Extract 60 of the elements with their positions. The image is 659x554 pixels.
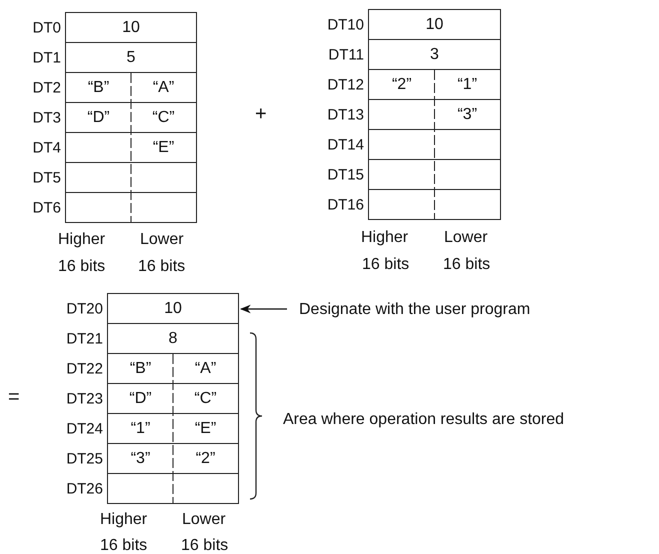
register-name: DT2 xyxy=(32,80,61,95)
column-label: Higher xyxy=(361,229,408,247)
cell-value: 10 xyxy=(122,20,140,36)
register-name: DT21 xyxy=(66,331,103,346)
register-name: DT24 xyxy=(66,421,103,436)
register-name: DT10 xyxy=(327,17,364,32)
cell-value: 8 xyxy=(168,330,178,346)
register-name: DT25 xyxy=(66,451,103,466)
register-name: DT16 xyxy=(327,197,364,212)
column-label: 16 bits xyxy=(58,258,106,276)
cell-value: “1” xyxy=(457,76,478,92)
cell-value: “D” xyxy=(129,390,152,406)
operator-sign: = xyxy=(8,386,20,408)
operator-sign: + xyxy=(255,103,267,125)
cell-value: “E” xyxy=(152,140,174,156)
register-name: DT20 xyxy=(66,301,103,316)
register-name: DT11 xyxy=(328,47,364,62)
register-name: DT22 xyxy=(66,361,103,376)
register-name: DT26 xyxy=(66,481,103,496)
register-name: DT12 xyxy=(327,77,364,92)
column-label: 16 bits xyxy=(100,537,148,554)
register-name: DT23 xyxy=(66,391,103,406)
column-label: 16 bits xyxy=(443,256,490,274)
column-label: 16 bits xyxy=(362,256,410,274)
cell-value: “A” xyxy=(152,80,174,96)
register-name: DT6 xyxy=(32,200,61,215)
column-label: Lower xyxy=(182,511,226,529)
cell-value: “3” xyxy=(130,450,150,466)
cell-value: “2” xyxy=(392,76,412,92)
cell-value: 10 xyxy=(426,16,444,32)
cell-value: “1” xyxy=(130,420,150,436)
cell-value: 10 xyxy=(164,300,182,316)
column-label: 16 bits xyxy=(138,258,186,276)
column-label: Higher xyxy=(100,511,148,529)
register-name: DT15 xyxy=(327,167,364,182)
register-name: DT1 xyxy=(32,50,61,65)
arrow xyxy=(240,304,287,314)
column-label: Higher xyxy=(58,231,106,249)
register-name: DT14 xyxy=(327,137,364,152)
cell-value: “B” xyxy=(130,360,152,376)
cell-value: “B” xyxy=(88,80,110,96)
cell-value: “A” xyxy=(194,360,216,376)
cell-value: “E” xyxy=(194,420,216,436)
column-label: Lower xyxy=(444,229,488,247)
column-label: 16 bits xyxy=(181,537,228,554)
cell-value: 3 xyxy=(430,46,439,62)
register-name: DT4 xyxy=(32,140,61,155)
annotation-text: Area where operation results are stored xyxy=(283,411,564,429)
cell-value: “D” xyxy=(87,110,110,126)
register-name: DT5 xyxy=(32,170,61,185)
register-name: DT0 xyxy=(32,20,61,35)
cell-value: 5 xyxy=(126,50,136,66)
register-name: DT3 xyxy=(32,110,61,125)
cell-value: “C” xyxy=(194,390,217,406)
annotation-text: Designate with the user program xyxy=(287,301,530,319)
cell-value: “3” xyxy=(457,106,478,122)
cell-value: “2” xyxy=(196,450,216,466)
cell-value: “C” xyxy=(152,110,175,126)
register-name: DT13 xyxy=(327,107,364,122)
column-label: Lower xyxy=(140,231,184,249)
